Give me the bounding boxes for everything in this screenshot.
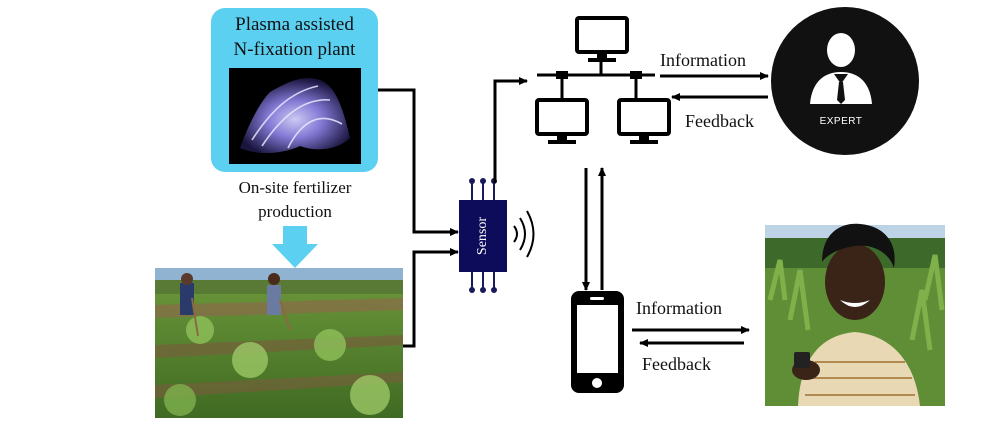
farmer-photo	[765, 223, 945, 406]
plasma-to-sensor-line	[378, 88, 459, 236]
network-feedback-label: Feedback	[685, 111, 754, 131]
mobile-information-label: Information	[636, 298, 722, 318]
field-to-sensor-line	[403, 248, 459, 348]
plasma-caption-line1: On-site fertilizer	[238, 178, 352, 197]
phone-icon	[571, 291, 624, 393]
monitor-icon	[535, 98, 589, 144]
sensor-to-network-line	[493, 77, 528, 183]
network-group	[537, 58, 655, 100]
network-information-label: Information	[660, 50, 746, 70]
mobile-feedback-label: Feedback	[642, 354, 711, 374]
plasma-title-line2: N-fixation plant	[233, 39, 356, 60]
sensor-chip-icon	[459, 178, 507, 293]
plasma-title-line1: Plasma assisted	[235, 14, 354, 35]
monitor-icon	[617, 98, 671, 144]
plasma-discharge	[240, 78, 350, 154]
down-arrow	[272, 226, 318, 268]
expert-label: EXPERT	[819, 116, 863, 127]
field-photo	[155, 268, 403, 418]
monitor-icon	[575, 16, 629, 62]
plasma-caption-line2: production	[258, 202, 332, 221]
sensor-label: Sensor	[475, 216, 490, 256]
sensor-label-box: Sensor	[459, 200, 507, 272]
wireless-signal-icon	[513, 210, 535, 258]
person-icon	[810, 33, 872, 104]
